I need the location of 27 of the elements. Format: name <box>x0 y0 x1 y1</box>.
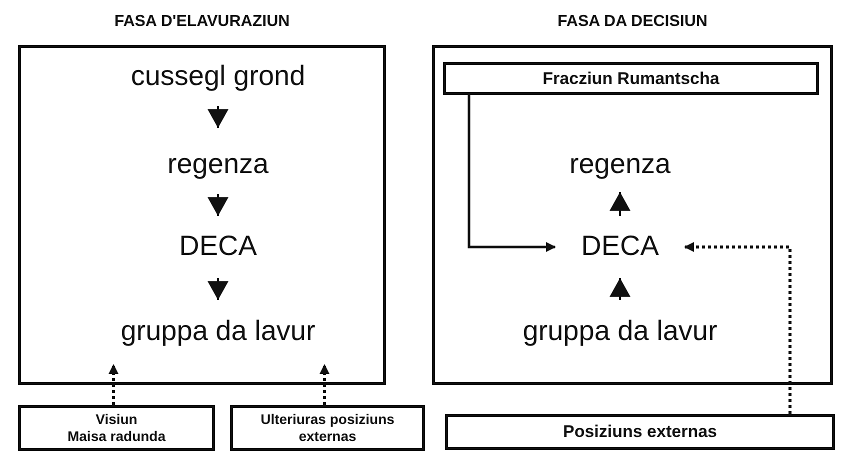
arrow <box>468 95 556 252</box>
stage-label: regenza <box>568 147 672 181</box>
box-label: Fracziun Rumantscha <box>542 68 720 88</box>
box-label: Maisa radunda <box>67 428 166 445</box>
flow-arrow <box>208 106 228 128</box>
dotted-arrow <box>108 364 118 405</box>
stage-label: DECA <box>580 229 660 263</box>
dotted-arrow <box>684 242 792 414</box>
box-label: Visiun <box>96 411 138 428</box>
flow-arrow <box>610 278 630 300</box>
stage-label: gruppa da lavur <box>120 314 316 348</box>
actor-box <box>445 414 835 450</box>
actor-box <box>443 62 819 95</box>
stage-label: cussegl grond <box>130 59 306 93</box>
flow-arrow <box>610 192 630 216</box>
box-label: Posiziuns externas <box>562 422 717 442</box>
actor-box <box>230 405 425 451</box>
box-label: Ulteriuras posiziuns externas <box>260 411 396 445</box>
stage-label: DECA <box>178 229 258 263</box>
actor-box <box>18 405 215 451</box>
stage-label: gruppa da lavur <box>522 314 718 348</box>
stage-label: regenza <box>166 147 270 181</box>
flow-arrow <box>208 194 228 216</box>
flow-arrow <box>208 278 228 300</box>
phase-heading: FASA DA DECISIUN <box>556 13 708 31</box>
phase-heading: FASA D'ELAVURAZIUN <box>113 13 291 31</box>
dotted-arrow <box>320 364 330 405</box>
